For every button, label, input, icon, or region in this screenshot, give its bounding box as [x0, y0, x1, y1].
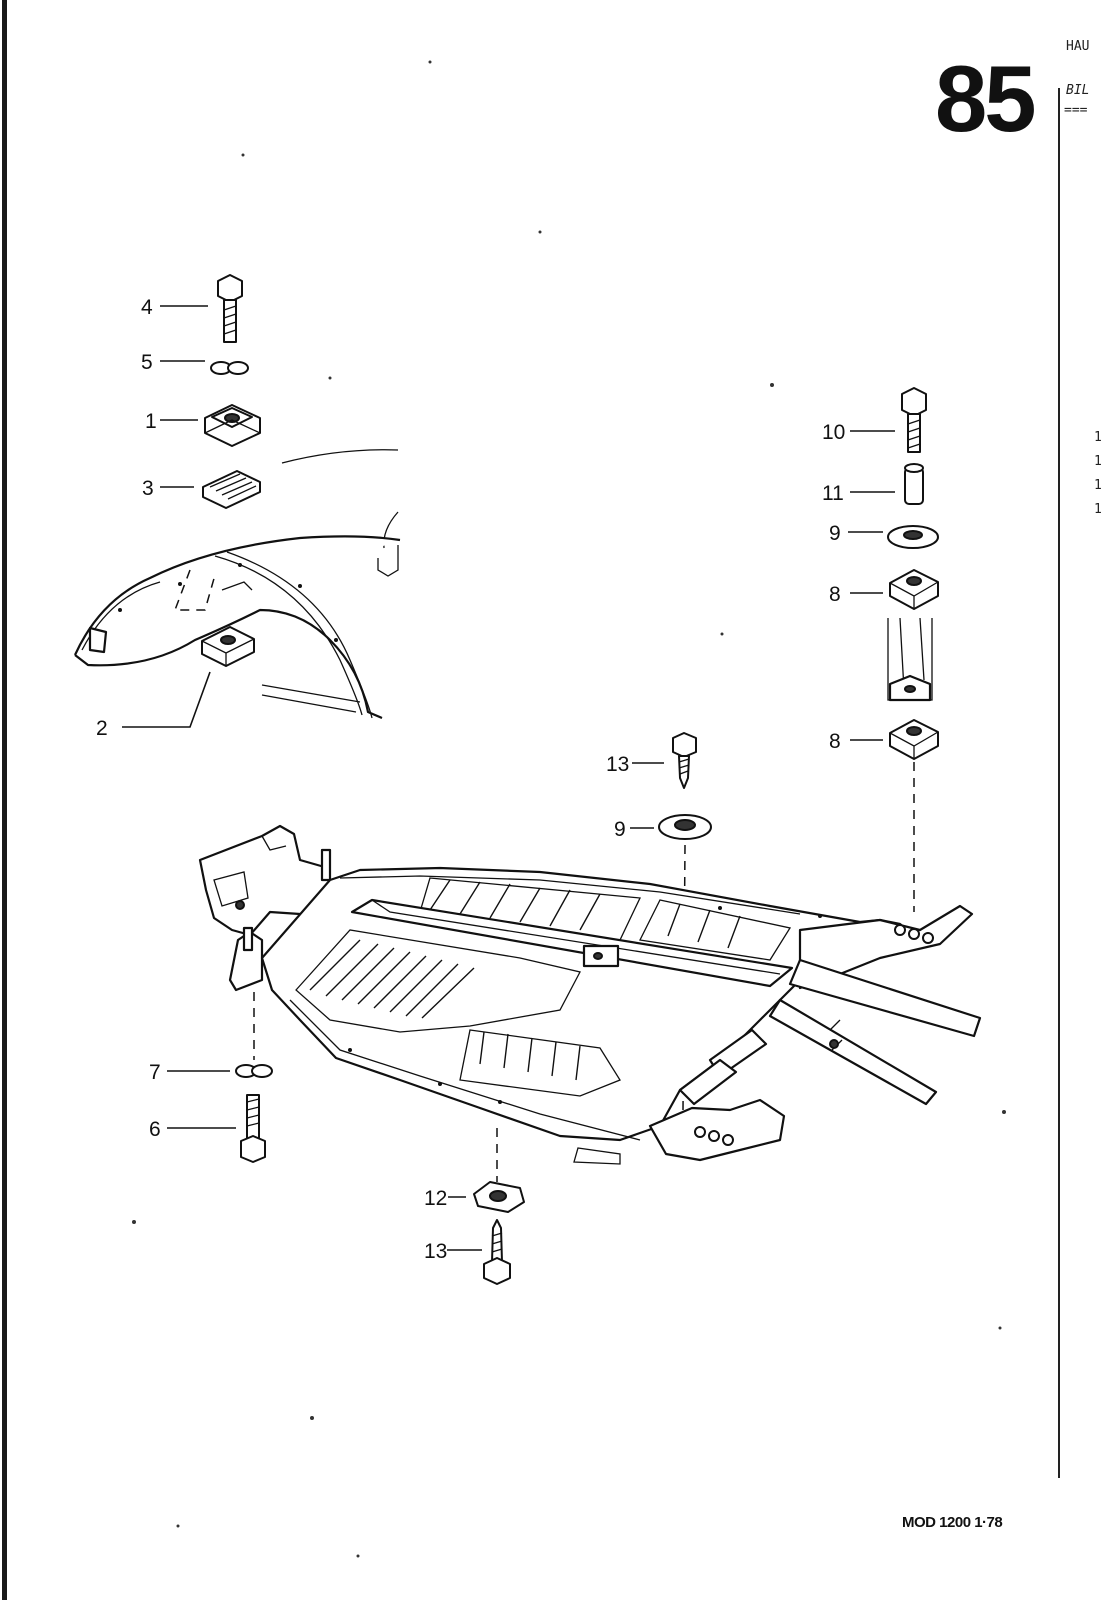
margin-digit: 1: [1094, 454, 1102, 469]
callout-4: 4: [141, 296, 153, 319]
callout-8: 8: [829, 730, 841, 753]
hex-bolt-icon: [240, 1094, 266, 1163]
callout-13: 13: [606, 753, 629, 776]
flat-washer-icon: [887, 525, 939, 549]
callout-9: 9: [614, 818, 626, 841]
spring-washer-icon: [210, 361, 249, 375]
callout-labels: 4 5 1 3 2 10 11 9 8 8 13 9 7 6 12 13: [96, 296, 845, 1263]
binding-edge: [2, 0, 7, 1600]
callout-7: 7: [149, 1061, 161, 1084]
margin-header-2: BIL: [1066, 83, 1090, 98]
margin-digit: 1: [1094, 478, 1102, 493]
callout-10: 10: [822, 421, 845, 444]
flat-washer-icon: [658, 814, 712, 840]
callout-8: 8: [829, 583, 841, 606]
page-number: 85: [935, 46, 1037, 151]
callout-13: 13: [424, 1240, 447, 1263]
callout-5: 5: [141, 351, 153, 374]
margin-digit: 1: [1094, 502, 1102, 517]
square-spacer-icon: [889, 569, 939, 610]
spring-washer-icon: [235, 1064, 273, 1078]
square-spacer-icon: [889, 719, 939, 760]
spacer-sleeve-icon: [904, 463, 924, 505]
model-footer: MOD 1200 1·78: [902, 1514, 1003, 1531]
self-tapping-screw-icon: [483, 1219, 511, 1285]
margin-rule-text: ===: [1064, 103, 1088, 118]
self-tapping-screw-icon: [672, 732, 697, 789]
callout-6: 6: [149, 1118, 161, 1141]
square-nut-icon: [201, 626, 255, 667]
margin-header-1: HAU: [1066, 39, 1090, 54]
callout-2: 2: [96, 717, 108, 740]
margin-rule: [1058, 88, 1060, 1478]
floor-pan-chassis-illustration: [198, 824, 982, 1165]
clip-plate-icon: [202, 470, 261, 509]
scan-noise: [132, 60, 1006, 1558]
mount-bracket-icon: [887, 617, 933, 702]
callout-leaders: [122, 305, 895, 1251]
hex-bolt-icon: [217, 274, 243, 343]
callout-1: 1: [145, 410, 157, 433]
hex-bolt-icon: [901, 387, 927, 453]
callout-11: 11: [822, 482, 844, 505]
margin-digit: 1: [1094, 430, 1102, 445]
callout-3: 3: [142, 477, 154, 500]
callout-12: 12: [424, 1187, 447, 1210]
nut-plate-icon: [473, 1181, 525, 1213]
cage-nut-icon: [204, 404, 261, 447]
callout-9: 9: [829, 522, 841, 545]
